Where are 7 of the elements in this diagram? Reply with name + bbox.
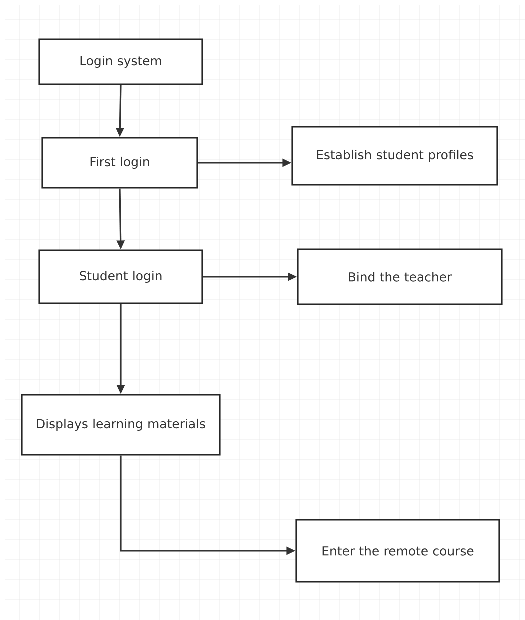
process-box: Bind the teacher (297, 248, 503, 306)
process-box: Displays learning materials (21, 394, 221, 456)
process-box: First login (42, 137, 198, 189)
process-box: Login system (38, 38, 204, 86)
process-box: Enter the remote course (296, 519, 500, 583)
process-box: Student login (38, 250, 204, 304)
process-box: Establish student profiles (292, 126, 498, 186)
